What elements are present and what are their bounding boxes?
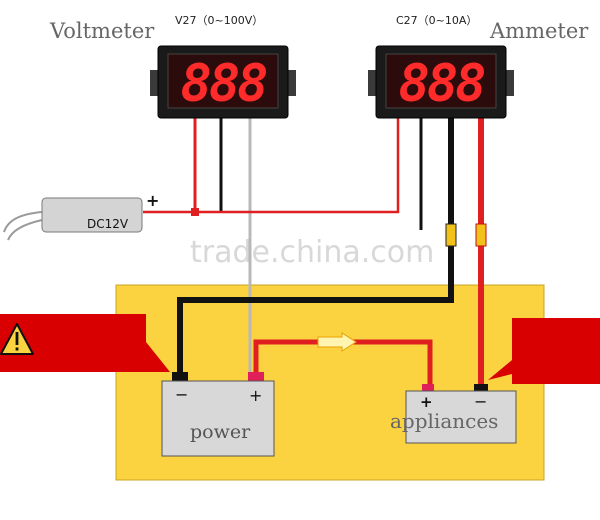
wire-junction — [191, 208, 199, 216]
warning-callout-left — [0, 314, 170, 372]
wire-supply-plus — [143, 118, 400, 214]
power-terminal-minus — [172, 372, 188, 382]
appliances-box — [405, 390, 517, 444]
arrow-right-icon — [317, 332, 357, 352]
voltmeter-title: Voltmeter — [49, 19, 155, 43]
voltmeter-model: V27（0~100V） — [175, 14, 263, 27]
appliances-terminal-plus — [422, 384, 434, 392]
power-plus-sign: + — [249, 386, 262, 405]
supply-box — [41, 197, 143, 233]
ammeter-model: C27（0~10A） — [396, 14, 477, 27]
appliances-terminal-minus — [474, 384, 488, 392]
voltmeter-screen — [167, 53, 279, 109]
power-minus-sign: − — [175, 385, 188, 404]
appliances-label: appliances — [390, 409, 498, 433]
appliances-minus-sign: − — [474, 392, 487, 411]
power-label: power — [190, 421, 251, 443]
connector-red — [475, 223, 487, 247]
ammeter-tab-right — [504, 70, 514, 96]
watermark: trade.china.com — [190, 235, 434, 270]
warning-callout-right — [488, 318, 600, 384]
ammeter-screen — [385, 53, 497, 109]
warning-icon — [0, 323, 34, 355]
supply-label: DC12V — [87, 217, 129, 231]
ammeter-tab-left — [368, 70, 378, 96]
supply-plus-sign: + — [146, 191, 159, 210]
power-terminal-plus — [248, 372, 264, 382]
voltmeter-tab-right — [286, 70, 296, 96]
voltmeter-display: 888 — [181, 54, 267, 114]
ammeter-display: 888 — [399, 54, 485, 114]
appliances-plus-sign: + — [420, 393, 433, 411]
supply-cable — [3, 211, 43, 233]
power-box — [161, 380, 275, 457]
supply-cable-2 — [7, 219, 43, 241]
ammeter-title: Ammeter — [489, 19, 589, 43]
wire-ammeter-black-thick — [177, 118, 454, 378]
connector-black — [445, 223, 457, 247]
voltmeter-tab-left — [150, 70, 160, 96]
